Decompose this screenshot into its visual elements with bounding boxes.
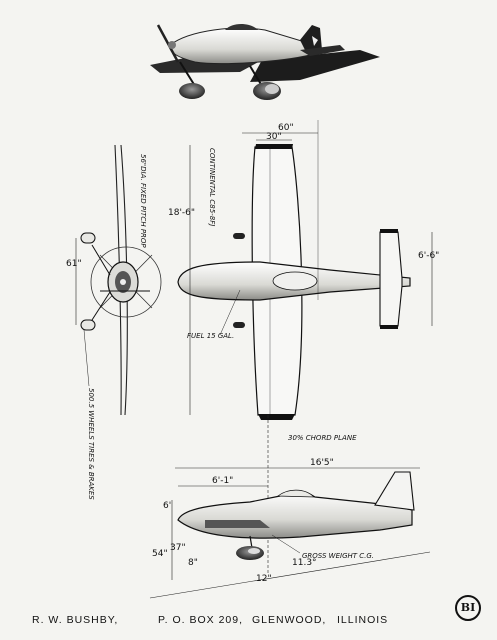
footer-city: GLENWOOD, <box>252 614 327 626</box>
top-view: 18'-6" 60" 30" 6'-6" CONTINENTAL C85-8FJ… <box>168 120 439 575</box>
front-view: 61" 56"DIA. FIXED PITCH PROP 500.5 WHEEL… <box>66 144 162 500</box>
span-dimension: 18'-6" <box>168 208 195 218</box>
prop-hub <box>120 279 126 285</box>
track-dimension: 61" <box>66 259 82 269</box>
fuel-leader <box>219 289 241 336</box>
half-chord-dimension: 30" <box>266 132 282 142</box>
left-wheel-pant <box>179 83 205 99</box>
left-gear-strut <box>91 244 111 276</box>
side-view: 16'5" 6'-1" 54" 6' 37" 8" 12" 11.3° GROS… <box>149 458 431 599</box>
wheels-leader <box>83 329 90 387</box>
horizontal-tail <box>379 231 403 327</box>
stabilizer <box>300 45 345 56</box>
footer-address-line: P. O. BOX 209, <box>158 614 244 626</box>
bushby-logo: BI <box>455 595 481 621</box>
nose-cg-dimension: 6'-1" <box>212 476 233 486</box>
fuselage <box>169 27 311 65</box>
length-dimension: 16'5" <box>310 458 334 468</box>
front-wheel-pant-bottom <box>80 319 96 331</box>
angle-dimension: 11.3° <box>292 558 317 568</box>
prop-disc <box>90 246 162 318</box>
cg-leader <box>271 534 301 554</box>
top-canopy <box>272 271 318 291</box>
left-gear-leg <box>179 61 196 87</box>
perspective-view <box>150 24 380 100</box>
spinner <box>168 41 176 49</box>
chord-dimension: 60" <box>278 123 294 133</box>
fuel-label: FUEL 15 GAL. <box>187 332 234 340</box>
side-canopy <box>276 489 315 498</box>
propeller <box>156 24 180 63</box>
right-gear-strut <box>91 291 111 321</box>
fin-height-dimension: 6' <box>163 501 171 511</box>
wheel-highlight <box>265 84 279 94</box>
small-offset-dimension: 8" <box>188 558 198 568</box>
engine-label: CONTINENTAL C85-8FJ <box>208 148 216 226</box>
cg-label: GROSS WEIGHT C.G. <box>302 552 374 560</box>
top-wheel-a <box>233 233 245 239</box>
prop-label: 56"DIA. FIXED PITCH PROP <box>139 154 147 248</box>
side-fin <box>374 471 415 511</box>
wing-tip-bottom <box>258 414 295 420</box>
side-wheel-highlight <box>248 548 260 554</box>
footer-name: R. W. BUSHBY, <box>32 614 119 626</box>
canopy <box>225 24 258 30</box>
vertical-fin <box>300 25 322 52</box>
footer-state: ILLINOIS <box>337 614 389 626</box>
height-dimension: 54" <box>152 549 168 559</box>
tail-tip-top <box>380 229 398 233</box>
wheels-label: 500.5 WHEELS TIRES & BRAKES <box>87 388 95 500</box>
gear-height-dimension: 37" <box>170 543 186 553</box>
tail-tip-bottom <box>380 325 398 329</box>
footer-address: R. W. BUSHBY, P. O. BOX 209, GLENWOOD, I… <box>0 614 497 634</box>
fin-marking <box>312 36 318 46</box>
top-wheel-b <box>233 322 245 328</box>
right-gear-leg <box>249 65 263 87</box>
wing-tip-top <box>255 144 293 149</box>
side-fuselage <box>177 491 413 539</box>
side-gear-leg <box>249 535 253 549</box>
ground-angle-line <box>149 551 431 599</box>
side-wing-root <box>205 520 270 528</box>
tail-span-dimension: 6'-6" <box>418 251 439 261</box>
cg-offset-dimension: 12" <box>256 574 272 584</box>
front-wheel-pant-top <box>80 232 96 244</box>
chord-plane-label: 30% CHORD PLANE <box>288 434 357 442</box>
